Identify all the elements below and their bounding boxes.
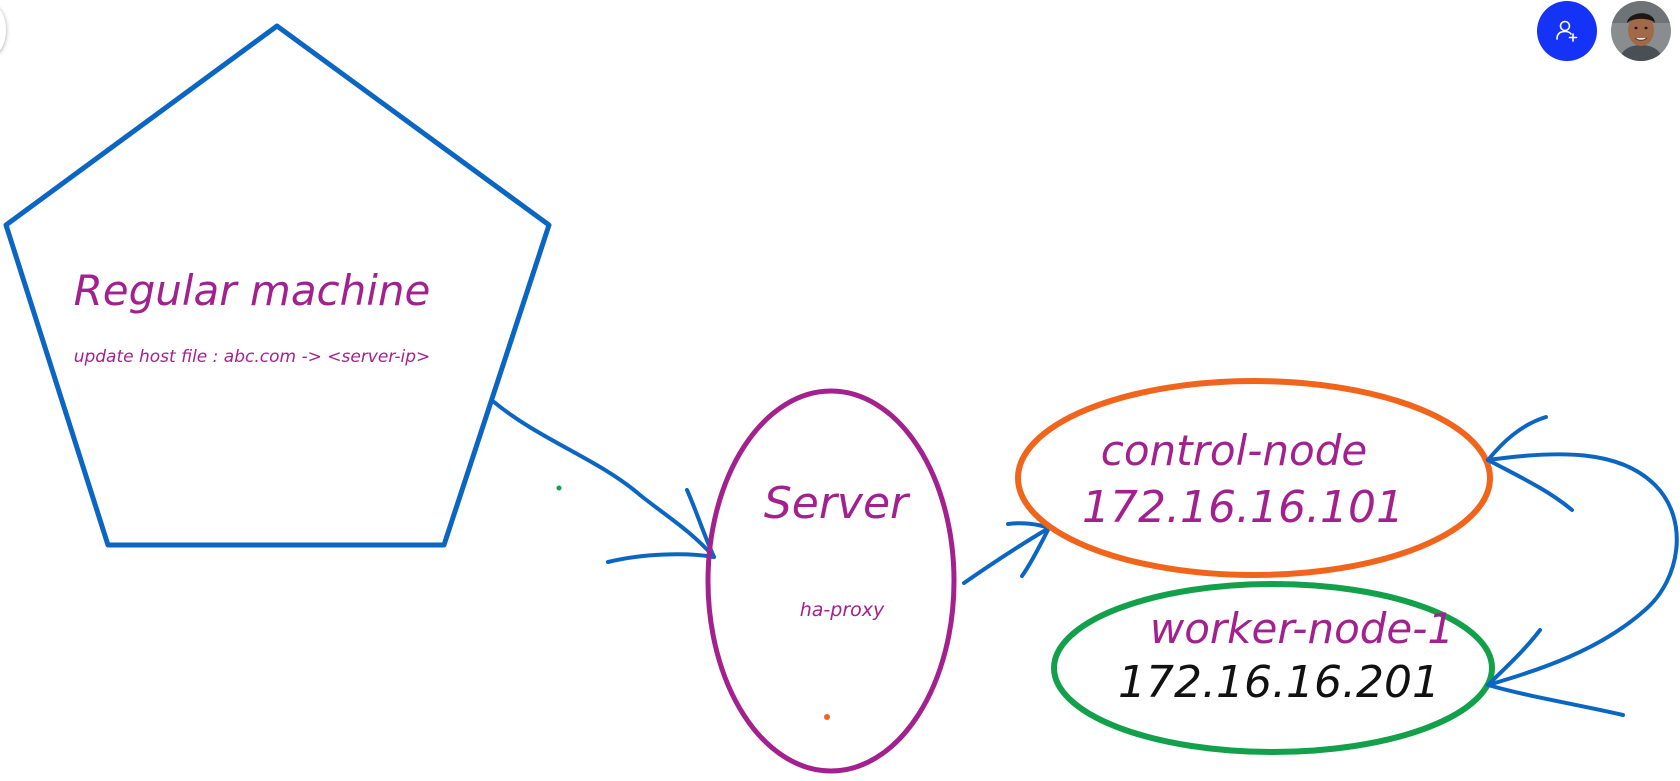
- server-title: Server: [764, 478, 911, 529]
- worker-node-ellipse: [1051, 581, 1495, 755]
- stray-dot-orange: [824, 714, 830, 720]
- worker-node-ip: 172.16.16.201: [1118, 657, 1440, 708]
- avatar-portrait-icon: [1611, 1, 1671, 61]
- arrow-line: [492, 400, 716, 559]
- control-node[interactable]: control-node 172.16.16.101: [1015, 378, 1493, 578]
- arrow-head: [606, 488, 716, 564]
- arrow-control-worker-loop[interactable]: [1486, 415, 1679, 717]
- share-button[interactable]: [1537, 1, 1597, 61]
- server-node[interactable]: Server ha-proxy: [705, 388, 957, 774]
- user-avatar[interactable]: [1611, 1, 1671, 61]
- add-person-icon: [1556, 20, 1578, 42]
- regular-machine-note: update host file : abc.com -> <server-ip…: [74, 347, 431, 367]
- server-subtitle: ha-proxy: [800, 599, 885, 621]
- pentagon-shape: [3, 23, 552, 548]
- stray-dot-green: [556, 485, 562, 491]
- arrow-head-top: [1486, 415, 1574, 512]
- control-node-ellipse: [1015, 378, 1493, 578]
- arrow-server-to-control[interactable]: [962, 521, 1051, 585]
- side-panel-toggle[interactable]: [0, 6, 6, 54]
- regular-machine-node[interactable]: Regular machine update host file : abc.c…: [3, 23, 552, 548]
- control-node-name: control-node: [1101, 426, 1367, 475]
- worker-node[interactable]: worker-node-1 172.16.16.201: [1051, 581, 1495, 755]
- server-ellipse: [705, 388, 957, 774]
- control-node-ip: 172.16.16.101: [1082, 482, 1404, 533]
- arrow-line: [1486, 452, 1679, 687]
- worker-node-name: worker-node-1: [1150, 604, 1454, 653]
- arrow-head-bottom: [1486, 628, 1625, 717]
- arrow-line: [962, 526, 1051, 585]
- arrow-regular-to-server[interactable]: [492, 400, 716, 564]
- regular-machine-title: Regular machine: [74, 266, 431, 315]
